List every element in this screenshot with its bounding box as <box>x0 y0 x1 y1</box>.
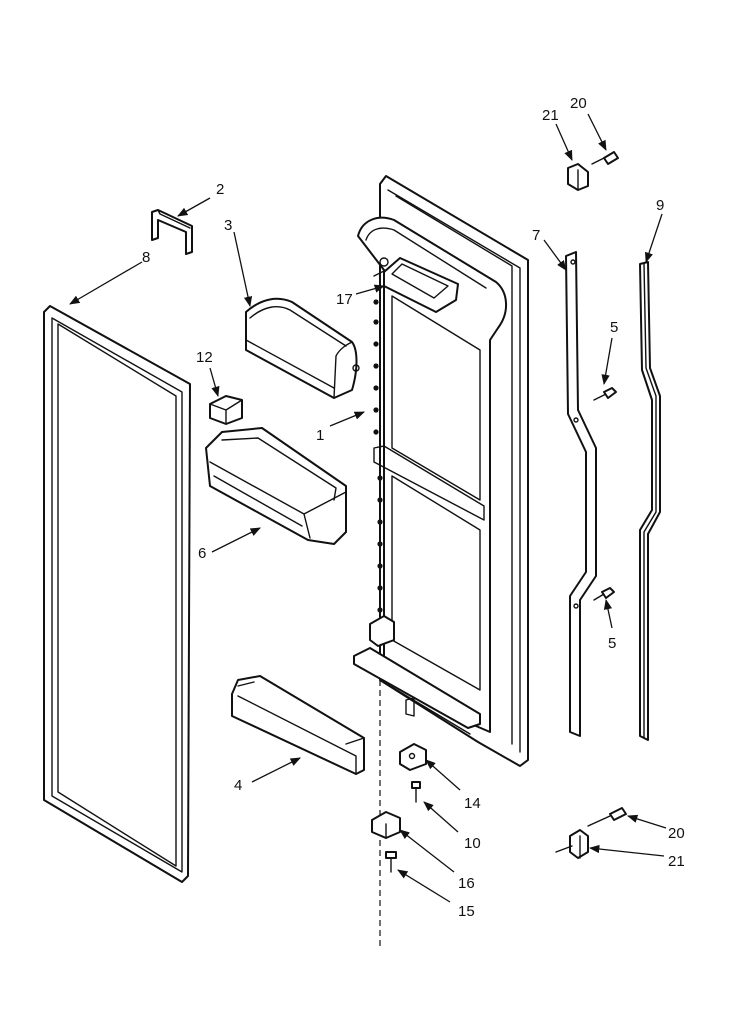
callout-20-bottom: 20 <box>668 825 685 842</box>
part-21-hinge-bottom <box>555 829 589 859</box>
callout-9: 9 <box>656 197 664 214</box>
part-8-door-gasket <box>43 305 191 883</box>
callout-14: 14 <box>464 795 481 812</box>
callout-5-upper: 5 <box>610 319 618 336</box>
part-20-screw-bottom <box>587 807 627 827</box>
callout-17: 17 <box>336 291 353 308</box>
callouts: 1 2 3 4 5 5 6 7 8 9 10 12 14 15 16 17 20… <box>142 95 685 920</box>
part-5-screw-lower <box>593 587 615 601</box>
leader-lines <box>69 113 667 903</box>
part-21-hinge-top <box>567 163 589 191</box>
callout-15: 15 <box>458 903 475 920</box>
callout-16: 16 <box>458 875 475 892</box>
callout-3: 3 <box>224 217 232 234</box>
part-2-trim-clip <box>151 209 193 255</box>
callout-20-top: 20 <box>570 95 587 112</box>
callout-21-bottom: 21 <box>668 853 685 870</box>
part-14-door-stop <box>399 743 427 771</box>
callout-1: 1 <box>316 427 324 444</box>
callout-7: 7 <box>532 227 540 244</box>
part-1-door-liner <box>353 175 529 767</box>
part-6-door-bin <box>205 427 347 545</box>
callout-4: 4 <box>234 777 242 794</box>
part-15-screw <box>385 851 397 873</box>
part-5-screw-upper <box>593 387 617 401</box>
part-20-screw-top <box>591 151 619 165</box>
callout-10: 10 <box>464 835 481 852</box>
callout-2: 2 <box>216 181 224 198</box>
part-4-door-shelf <box>231 675 365 775</box>
callout-21-top: 21 <box>542 107 559 124</box>
part-3-dairy-door <box>245 297 360 399</box>
callout-5-lower: 5 <box>608 635 616 652</box>
part-10-screw <box>411 781 421 803</box>
callout-12: 12 <box>196 349 213 366</box>
callout-6: 6 <box>198 545 206 562</box>
part-12-bracket <box>209 395 243 425</box>
callout-8: 8 <box>142 249 150 266</box>
part-7-door-brace <box>565 251 597 737</box>
part-16-hinge-bracket <box>371 811 401 839</box>
part-9-insulation-strip <box>639 261 661 741</box>
